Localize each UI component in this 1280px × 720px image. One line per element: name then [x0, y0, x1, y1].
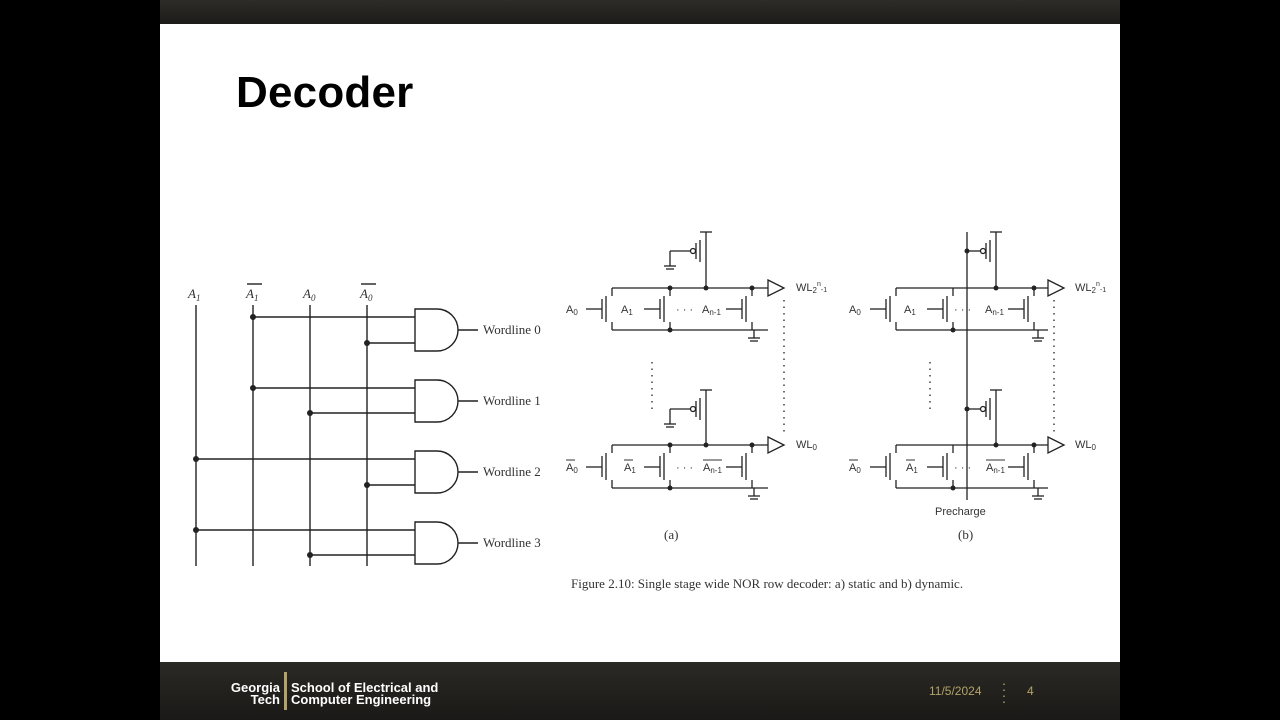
logo-tech-text: Tech [250, 692, 280, 707]
logo-georgia-text: Georgia [230, 680, 280, 695]
nor-a-dots-bottom: · · · [676, 462, 693, 474]
nor-a-input-an1-bar: An-1 [703, 462, 722, 475]
nor-a-input-a1: A1 [621, 304, 633, 317]
nor-b-input-an1: An-1 [985, 304, 1004, 317]
precharge-label: Precharge [935, 506, 986, 518]
nor-b-input-a0-bar: A0 [849, 462, 861, 475]
decoder-input-labels: A1 A1 A0 A0 [187, 286, 373, 303]
school-line-1: School of Electrical and [291, 680, 439, 695]
and-gate-3 [414, 521, 459, 565]
input-label-a1: A1 [187, 286, 200, 303]
nor-a-wl-bottom: WL0 [796, 439, 818, 452]
nor-b-input-an1-bar: An-1 [986, 462, 1005, 475]
nor-a-input-a1-bar: A1 [624, 462, 636, 475]
nor-labels: A0 A1 · · · An-1 A0 A1 · · · An-1 WL2n-1… [566, 281, 1106, 518]
input-label-a1-bar: A1 [245, 286, 258, 303]
school-line-2: Computer Engineering [291, 692, 432, 707]
nor-a-wl-top: WL2n-1 [796, 281, 827, 295]
junction-dots [193, 314, 370, 558]
figure-caption: Figure 2.10: Single stage wide NOR row d… [571, 576, 963, 591]
caption-b: (b) [958, 527, 973, 542]
logo-divider [284, 672, 287, 710]
wordline-1-label: Wordline 1 [483, 393, 541, 408]
nor-b-input-a1: A1 [904, 304, 916, 317]
slide-footer: Georgia Tech School of Electrical and Co… [160, 662, 1120, 720]
nor-row-top [586, 231, 786, 342]
nor-a-dots: · · · [676, 304, 693, 316]
nor-b-wl-top: WL2n-1 [1075, 281, 1106, 295]
caption-a: (a) [664, 527, 678, 542]
input-label-a0-bar: A0 [359, 286, 373, 303]
vertical-dots-icon: ···· [1001, 675, 1007, 709]
nor-captions: (a) (b) Figure 2.10: Single stage wide N… [571, 527, 973, 591]
wordline-3-label: Wordline 3 [483, 535, 541, 550]
logo-school-name: School of Electrical and Computer Engine… [291, 680, 439, 707]
nor-b-input-a0: A0 [849, 304, 861, 317]
nor-b-input-a1-bar: A1 [906, 462, 918, 475]
slide-top-band [160, 0, 1120, 24]
nor-decoder-static [586, 231, 786, 500]
nor-b-wl-bottom: WL0 [1075, 439, 1097, 452]
wordline-2-label: Wordline 2 [483, 464, 541, 479]
gt-ece-logo: Georgia Tech School of Electrical and Co… [218, 670, 478, 712]
and-decoder-diagram: A1 A1 A0 A0 [187, 283, 541, 566]
footer-date: 11/5/2024 [929, 684, 982, 698]
page-number: 4 [1027, 684, 1034, 698]
nor-b-dots: · · · [954, 304, 971, 316]
and-gate-1 [414, 379, 459, 423]
wordline-0-label: Wordline 0 [483, 322, 541, 337]
and-gate-0 [414, 308, 459, 352]
nor-b-dots-bottom: · · · [954, 462, 971, 474]
input-label-a0: A0 [302, 286, 316, 303]
nor-decoder-dynamic [870, 231, 1066, 500]
nor-a-input-an1: An-1 [702, 304, 721, 317]
nor-row-bottom [586, 389, 786, 500]
and-gate-2 [414, 450, 459, 494]
logo-georgia-tech: Georgia Tech [218, 680, 280, 707]
nor-a-input-a0-bar: A0 [566, 462, 578, 475]
slide-title: Decoder [236, 68, 414, 117]
nor-a-input-a0: A0 [566, 304, 578, 317]
